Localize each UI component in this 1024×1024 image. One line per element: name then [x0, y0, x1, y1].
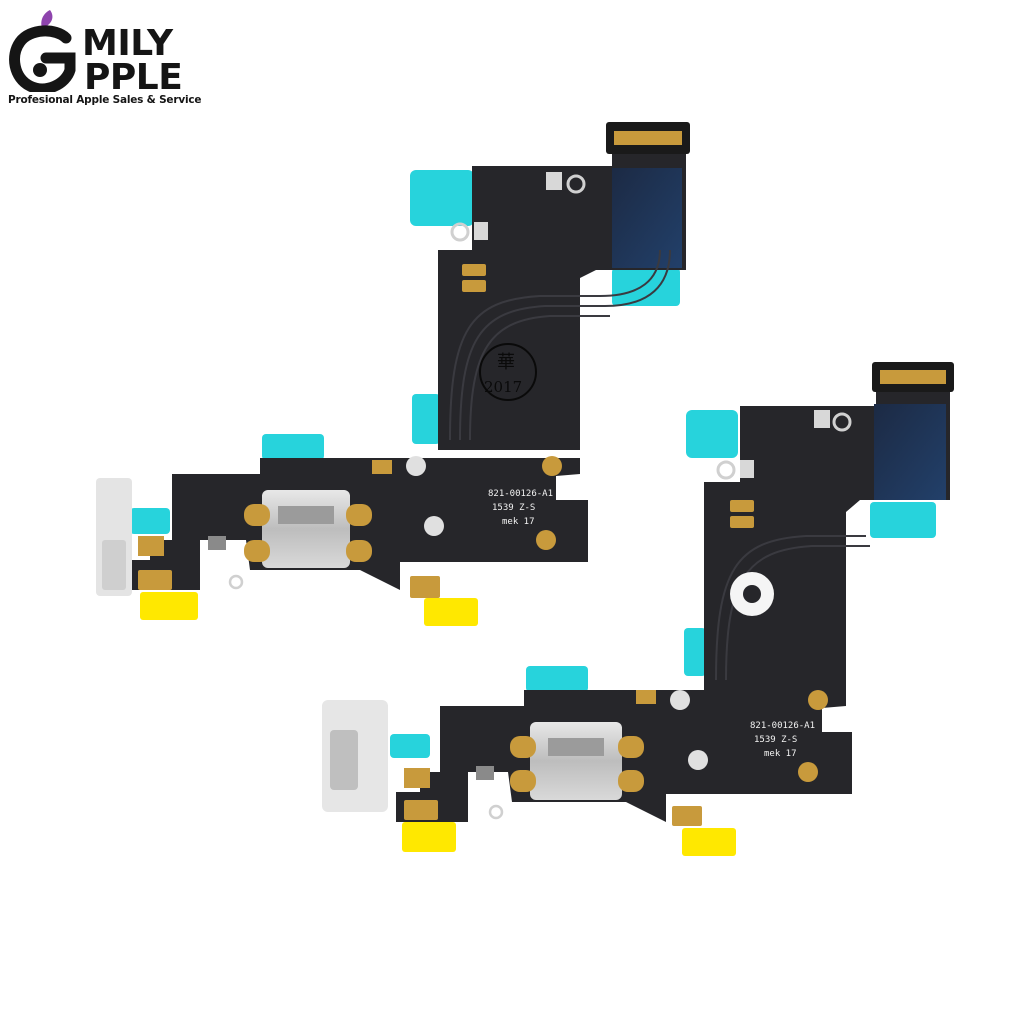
cyan-tape	[412, 394, 440, 444]
cyan-tape	[410, 170, 474, 226]
lightning-port	[530, 722, 622, 800]
ic-chip	[138, 536, 164, 556]
ic-chip	[636, 690, 656, 704]
stamp-year: 2017	[484, 378, 522, 396]
screw-hole	[688, 750, 708, 770]
port-bracket	[244, 540, 270, 562]
port-inner	[548, 738, 604, 756]
logo-swirl	[9, 25, 76, 92]
metal-tab	[474, 222, 488, 240]
screw-ring	[566, 174, 586, 194]
screw-ring	[450, 222, 470, 242]
microphone	[404, 800, 438, 820]
screw-hole	[670, 690, 690, 710]
screw-hole	[542, 456, 562, 476]
connector-pins	[880, 370, 946, 384]
screw-hole	[536, 530, 556, 550]
port-bracket	[510, 736, 536, 758]
screw-hole	[406, 456, 426, 476]
port-bracket	[618, 736, 644, 758]
logo-dot	[33, 63, 47, 77]
part-code-label: 1539 Z-S	[754, 735, 797, 745]
blue-film	[612, 168, 682, 268]
ic-chip	[476, 766, 494, 780]
gold-contact	[730, 516, 754, 528]
gold-contact	[462, 264, 486, 276]
part-number-label: 821-00126-A1	[750, 721, 815, 731]
gold-contact	[462, 280, 486, 292]
yellow-tape	[140, 592, 198, 620]
screw-hole	[808, 690, 828, 710]
port-bracket	[346, 540, 372, 562]
apple-logo-icon	[9, 10, 76, 92]
ic-chip	[208, 536, 226, 550]
screw-ring	[228, 574, 244, 590]
metal-tab	[814, 410, 830, 428]
logo-leaf	[41, 10, 53, 28]
charging-port-flex-right: 821-00126-A1 1539 Z-S mek 17	[322, 362, 954, 856]
part-number-label: 821-00126-A1	[488, 489, 553, 499]
metal-tab	[546, 172, 562, 190]
sticker-mark	[743, 585, 761, 603]
cyan-tape	[684, 628, 706, 676]
store-logo: MILY PPLE Profesional Apple Sales & Serv…	[0, 0, 202, 112]
ic-chip	[404, 768, 430, 788]
blue-film	[874, 404, 946, 500]
logo-tagline: Profesional Apple Sales & Service	[8, 94, 202, 106]
connector-pins	[614, 131, 682, 145]
ink-stamp	[479, 343, 537, 401]
stamp-character: 華	[497, 352, 515, 373]
part-batch-label: mek 17	[764, 749, 797, 759]
port-bracket	[510, 770, 536, 792]
screw-ring	[832, 412, 852, 432]
ic-chip	[372, 460, 392, 474]
port-bracket	[244, 504, 270, 526]
cyan-tape	[526, 666, 588, 692]
metal-tab	[740, 460, 754, 478]
microphone	[138, 570, 172, 590]
microphone	[672, 806, 702, 826]
cyan-tape	[612, 268, 680, 306]
jack-hole	[102, 540, 126, 590]
cyan-tape	[390, 734, 430, 758]
lightning-port	[262, 490, 350, 568]
port-bracket	[346, 504, 372, 526]
yellow-tape	[424, 598, 478, 626]
yellow-tape	[682, 828, 736, 856]
jack-hole	[330, 730, 358, 790]
yellow-tape	[402, 822, 456, 852]
charging-port-flex-left: 華 2017 821-00126-A1 1539 Z-S mek	[96, 122, 690, 626]
screw-hole	[424, 516, 444, 536]
traces	[449, 249, 671, 441]
flex-cable	[420, 706, 456, 792]
cyan-tape	[686, 410, 738, 458]
screw-hole	[798, 762, 818, 782]
cyan-tape	[262, 434, 324, 460]
gold-contact	[730, 500, 754, 512]
screw-ring	[716, 460, 736, 480]
logo-word-top: MILY	[82, 23, 173, 64]
part-code-label: 1539 Z-S	[492, 503, 535, 513]
cyan-tape	[870, 502, 936, 538]
port-inner	[278, 506, 334, 524]
port-bracket	[618, 770, 644, 792]
part-batch-label: mek 17	[502, 517, 535, 527]
microphone	[410, 576, 440, 598]
cyan-tape	[130, 508, 170, 534]
flex-cable	[150, 474, 186, 560]
screw-ring	[488, 804, 504, 820]
logo-word-bottom: PPLE	[84, 57, 183, 98]
